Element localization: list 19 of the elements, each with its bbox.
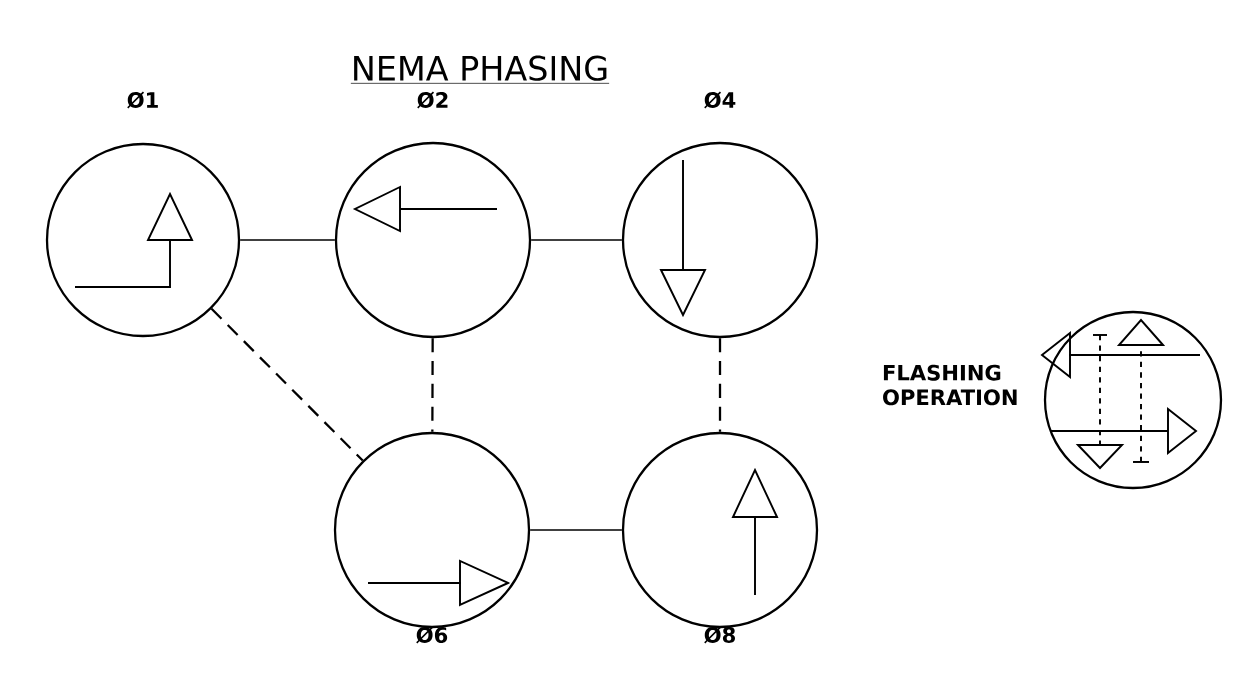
phase-circle <box>334 91 532 339</box>
dashed-connector <box>718 338 722 432</box>
title: NEMA PHASING <box>350 55 610 84</box>
node-label: Ø1 <box>127 91 158 109</box>
phase-circle <box>621 91 819 339</box>
node-label: Ø2 <box>417 91 448 109</box>
phase-circle <box>883 310 1223 490</box>
phase-circle <box>333 431 531 644</box>
node-label: Ø6 <box>416 626 448 644</box>
node-label: Ø4 <box>704 91 736 109</box>
node-label: FLASHING OPERATION <box>883 364 1017 406</box>
connector-line <box>530 239 623 241</box>
connector-line <box>529 529 623 531</box>
node-label: Ø8 <box>704 626 735 644</box>
dashed-connector <box>210 308 364 462</box>
phase-circle <box>621 431 819 644</box>
dashed-connector <box>431 338 434 432</box>
connector-line <box>239 239 336 241</box>
phase-circle <box>45 91 241 338</box>
